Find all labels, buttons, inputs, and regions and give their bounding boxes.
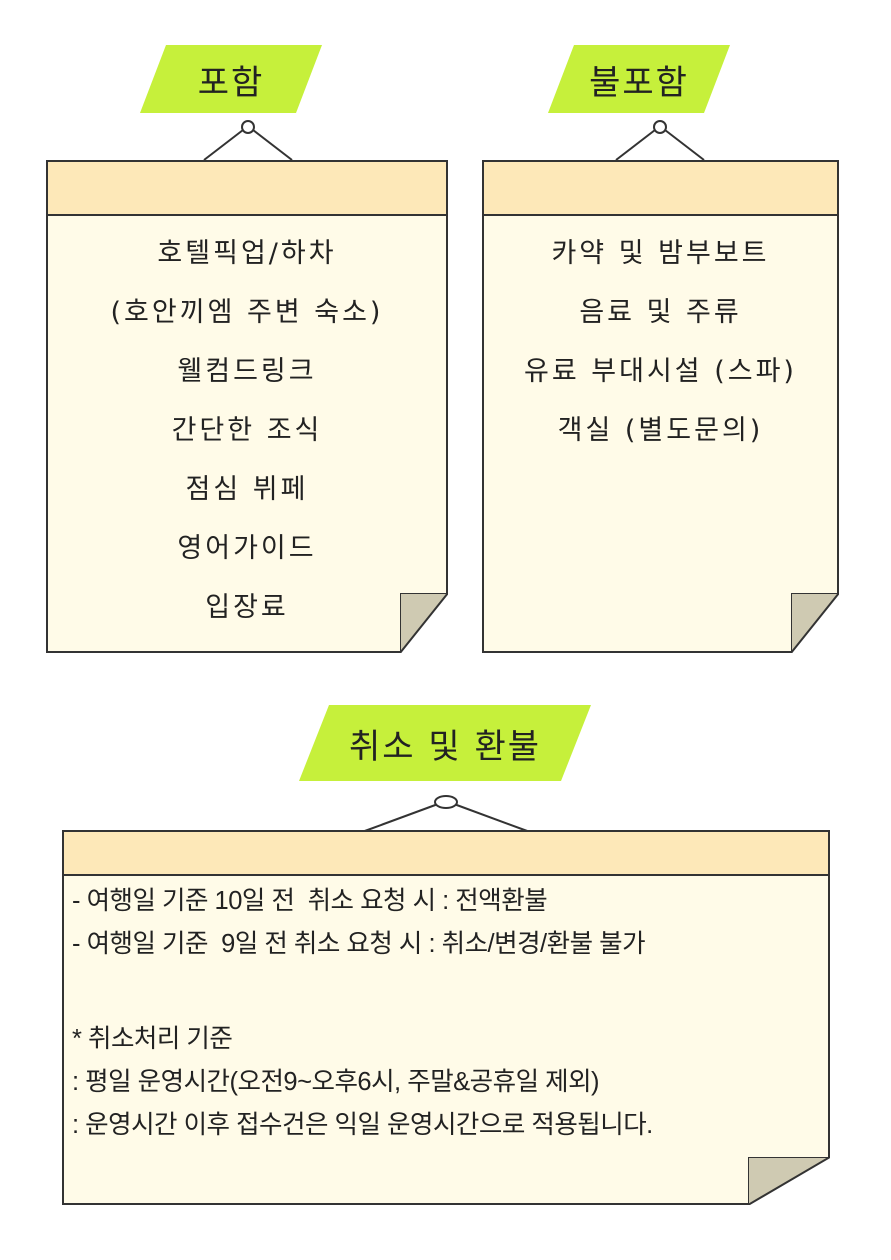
included-hanger — [203, 120, 293, 161]
included-item: (호안끼엠 주변 숙소) — [110, 297, 384, 328]
policy-line — [72, 966, 653, 1018]
included-item: 호텔픽업/하차 — [157, 238, 337, 269]
excluded-board-header — [484, 162, 837, 216]
excluded-hanger — [615, 120, 705, 161]
included-item: 점심 뷔페 — [185, 474, 309, 505]
policy-line: - 여행일 기준 10일 전 취소 요청 시 : 전액환불 — [72, 887, 548, 915]
page-curl-icon — [400, 593, 448, 653]
policy-line: - 여행일 기준 9일 전 취소 요청 시 : 취소/변경/환불 불가 — [72, 930, 646, 958]
policy-line: * 취소처리 기준 — [72, 1025, 233, 1053]
included-item: 간단한 조식 — [171, 415, 323, 446]
excluded-item: 유료 부대시설 (스파) — [524, 356, 797, 387]
excluded-item: 음료 및 주류 — [579, 297, 742, 328]
cancellation-hanger — [361, 795, 531, 833]
page-curl-icon — [791, 593, 839, 653]
cancellation-board-header — [64, 832, 828, 876]
excluded-list: 카약 및 밤부보트 음료 및 주류 유료 부대시설 (스파) 객실 (별도문의) — [484, 224, 837, 460]
cancellation-tag: 취소 및 환불 — [299, 705, 591, 781]
included-item: 영어가이드 — [177, 533, 317, 564]
included-tag-label: 포함 — [197, 62, 265, 103]
page-curl-icon — [748, 1157, 830, 1205]
included-item: 웰컴드링크 — [177, 356, 317, 387]
included-list: 호텔픽업/하차 (호안끼엠 주변 숙소) 웰컴드링크 간단한 조식 점심 뷔페 … — [48, 224, 446, 637]
excluded-tag: 불포함 — [548, 45, 730, 113]
included-item: 입장료 — [205, 592, 289, 623]
excluded-tag-label: 불포함 — [589, 62, 689, 103]
excluded-item: 객실 (별도문의) — [557, 415, 764, 446]
excluded-item: 카약 및 밤부보트 — [551, 238, 770, 269]
cancellation-policy: - 여행일 기준 10일 전 취소 요청 시 : 전액환불 - 여행일 기준 9… — [72, 880, 653, 1147]
included-tag: 포함 — [140, 45, 322, 113]
excluded-board: 카약 및 밤부보트 음료 및 주류 유료 부대시설 (스파) 객실 (별도문의) — [482, 160, 839, 653]
cancellation-tag-label: 취소 및 환불 — [348, 726, 541, 767]
included-board-header — [48, 162, 446, 216]
cancellation-board: - 여행일 기준 10일 전 취소 요청 시 : 전액환불 - 여행일 기준 9… — [62, 830, 830, 1205]
policy-line: : 평일 운영시간(오전9~오후6시, 주말&공휴일 제외) — [72, 1068, 600, 1096]
included-board: 호텔픽업/하차 (호안끼엠 주변 숙소) 웰컴드링크 간단한 조식 점심 뷔페 … — [46, 160, 448, 653]
policy-line: : 운영시간 이후 접수건은 익일 운영시간으로 적용됩니다. — [72, 1111, 653, 1139]
